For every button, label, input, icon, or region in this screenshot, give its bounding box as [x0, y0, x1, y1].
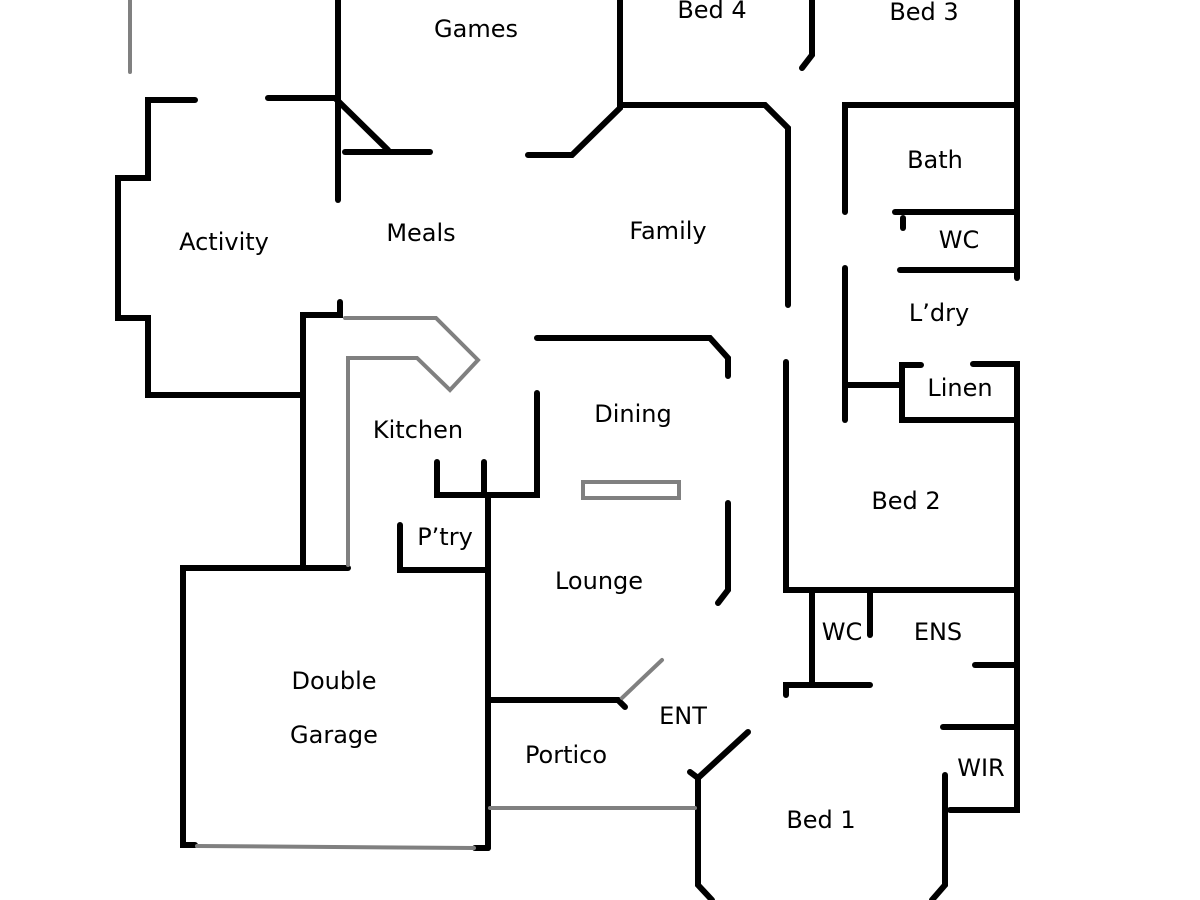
wall	[929, 772, 948, 900]
room-labels: Games Bed 4 Bed 3 Bath WC Activity Meals…	[179, 0, 1005, 834]
room-label-dining: Dining	[594, 400, 671, 428]
wall	[695, 729, 751, 900]
wall	[715, 500, 731, 606]
wall	[115, 97, 306, 398]
room-label-pantry: P’try	[417, 523, 473, 551]
walls	[115, 0, 1020, 900]
wall	[525, 0, 623, 158]
wall	[799, 0, 815, 71]
room-label-games: Games	[434, 15, 518, 43]
secondary-lines	[128, 0, 697, 850]
room-label-ensuite: ENS	[914, 618, 962, 646]
room-label-bed2: Bed 2	[871, 487, 940, 515]
wall	[534, 335, 731, 379]
wall	[180, 565, 351, 848]
wall	[617, 102, 791, 308]
wall	[783, 682, 873, 698]
wall	[842, 102, 1020, 215]
room-label-laundry: L’dry	[909, 299, 969, 327]
room-label-entry: ENT	[659, 702, 707, 730]
room-label-wir: WIR	[957, 754, 1004, 782]
wall	[899, 362, 1020, 423]
entry-door-swing	[620, 658, 664, 700]
room-label-portico: Portico	[525, 741, 607, 769]
wall	[265, 95, 391, 153]
garage-door	[195, 844, 476, 850]
room-label-lounge: Lounge	[555, 567, 643, 595]
room-label-wc-lower: WC	[822, 618, 863, 646]
wall	[687, 769, 701, 781]
dining-table	[581, 480, 681, 500]
room-label-bed4: Bed 4	[677, 0, 746, 24]
room-label-bed3: Bed 3	[889, 0, 958, 26]
room-label-family: Family	[629, 217, 706, 245]
room-label-activity: Activity	[179, 228, 269, 256]
room-label-wc-upper: WC	[939, 226, 980, 254]
room-label-garage-line1: Double	[291, 667, 376, 695]
room-label-bed1: Bed 1	[786, 806, 855, 834]
wall	[783, 359, 1020, 593]
room-label-linen: Linen	[927, 374, 992, 402]
room-label-kitchen: Kitchen	[373, 416, 463, 444]
room-label-garage-line2: Garage	[290, 721, 378, 749]
room-label-bath: Bath	[907, 146, 963, 174]
wall	[487, 697, 628, 710]
wall	[300, 299, 343, 568]
kitchen-bench	[343, 316, 481, 567]
wall	[397, 522, 491, 573]
room-label-meals: Meals	[386, 219, 455, 247]
